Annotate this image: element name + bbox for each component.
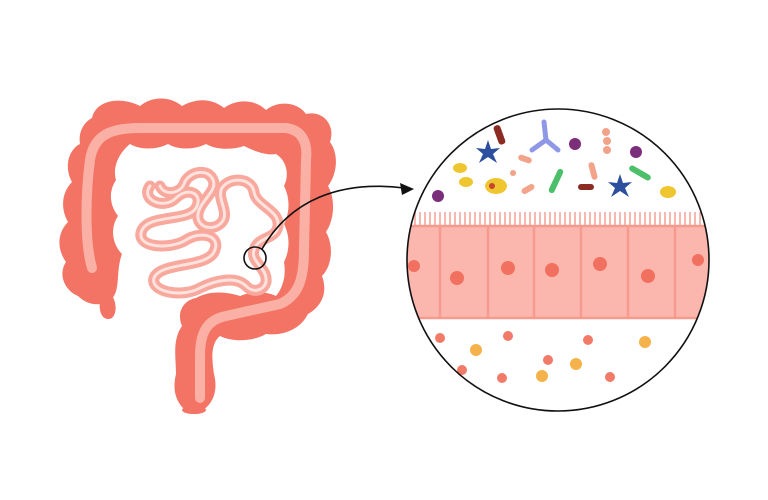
yeast-cell-icon	[459, 177, 473, 187]
lamina-particles	[435, 331, 651, 383]
spiky-virus-icon	[569, 138, 581, 150]
spiky-virus-icon	[630, 146, 642, 158]
rod-bacterium-icon	[493, 125, 506, 145]
rod-bacterium-icon	[518, 154, 532, 164]
yeast-cell-icon	[660, 186, 676, 198]
particle	[570, 358, 582, 370]
nucleus	[450, 271, 464, 285]
particle	[503, 331, 513, 341]
yeast-cell-icon	[485, 178, 507, 194]
particle	[543, 355, 553, 365]
particle	[457, 365, 467, 375]
yeast-nucleus	[489, 183, 495, 189]
rod-bacterium-icon	[588, 162, 598, 180]
nucleus	[641, 269, 655, 283]
colon-inner-stripe	[81, 123, 312, 403]
callout-arrow-line	[261, 185, 405, 250]
small-intestine	[135, 166, 284, 299]
chain-bacterium-icon	[510, 170, 516, 176]
star-virus-icon	[608, 174, 632, 197]
large-intestine	[59, 98, 336, 414]
magnified-view	[406, 108, 710, 412]
callout	[243, 183, 414, 270]
small-intestine-highlight	[139, 170, 280, 295]
nucleus	[593, 257, 607, 271]
yeast-cell-icon	[453, 163, 467, 173]
nucleus	[501, 261, 515, 275]
rod-bacterium-icon	[521, 184, 535, 194]
particle	[536, 370, 548, 382]
rod-bacterium-icon	[548, 168, 564, 194]
particle	[583, 335, 593, 345]
particle	[497, 373, 507, 383]
nucleus	[692, 254, 704, 266]
arrowhead-icon	[400, 183, 414, 195]
particle	[435, 333, 445, 343]
rectum-end	[182, 406, 206, 414]
coccus-bacterium-icon	[602, 128, 611, 154]
spiky-virus-icon	[432, 190, 444, 202]
magnify-border	[406, 108, 710, 412]
particle	[639, 336, 651, 348]
particle	[470, 344, 482, 356]
nucleus	[545, 263, 559, 277]
microbes	[432, 119, 676, 202]
star-virus-icon	[476, 140, 500, 163]
colon-body	[59, 98, 336, 412]
rod-bacterium-icon	[578, 184, 594, 190]
cell-borders	[407, 224, 709, 320]
cell-nuclei	[408, 254, 704, 285]
y-shaped-bacterium-icon	[529, 119, 561, 153]
zoom-source-circle	[243, 246, 267, 270]
nucleus	[408, 260, 420, 272]
rod-bacterium-icon	[629, 165, 651, 181]
epithelial-layer	[407, 224, 709, 320]
appendix	[99, 292, 116, 320]
particle	[605, 372, 615, 382]
